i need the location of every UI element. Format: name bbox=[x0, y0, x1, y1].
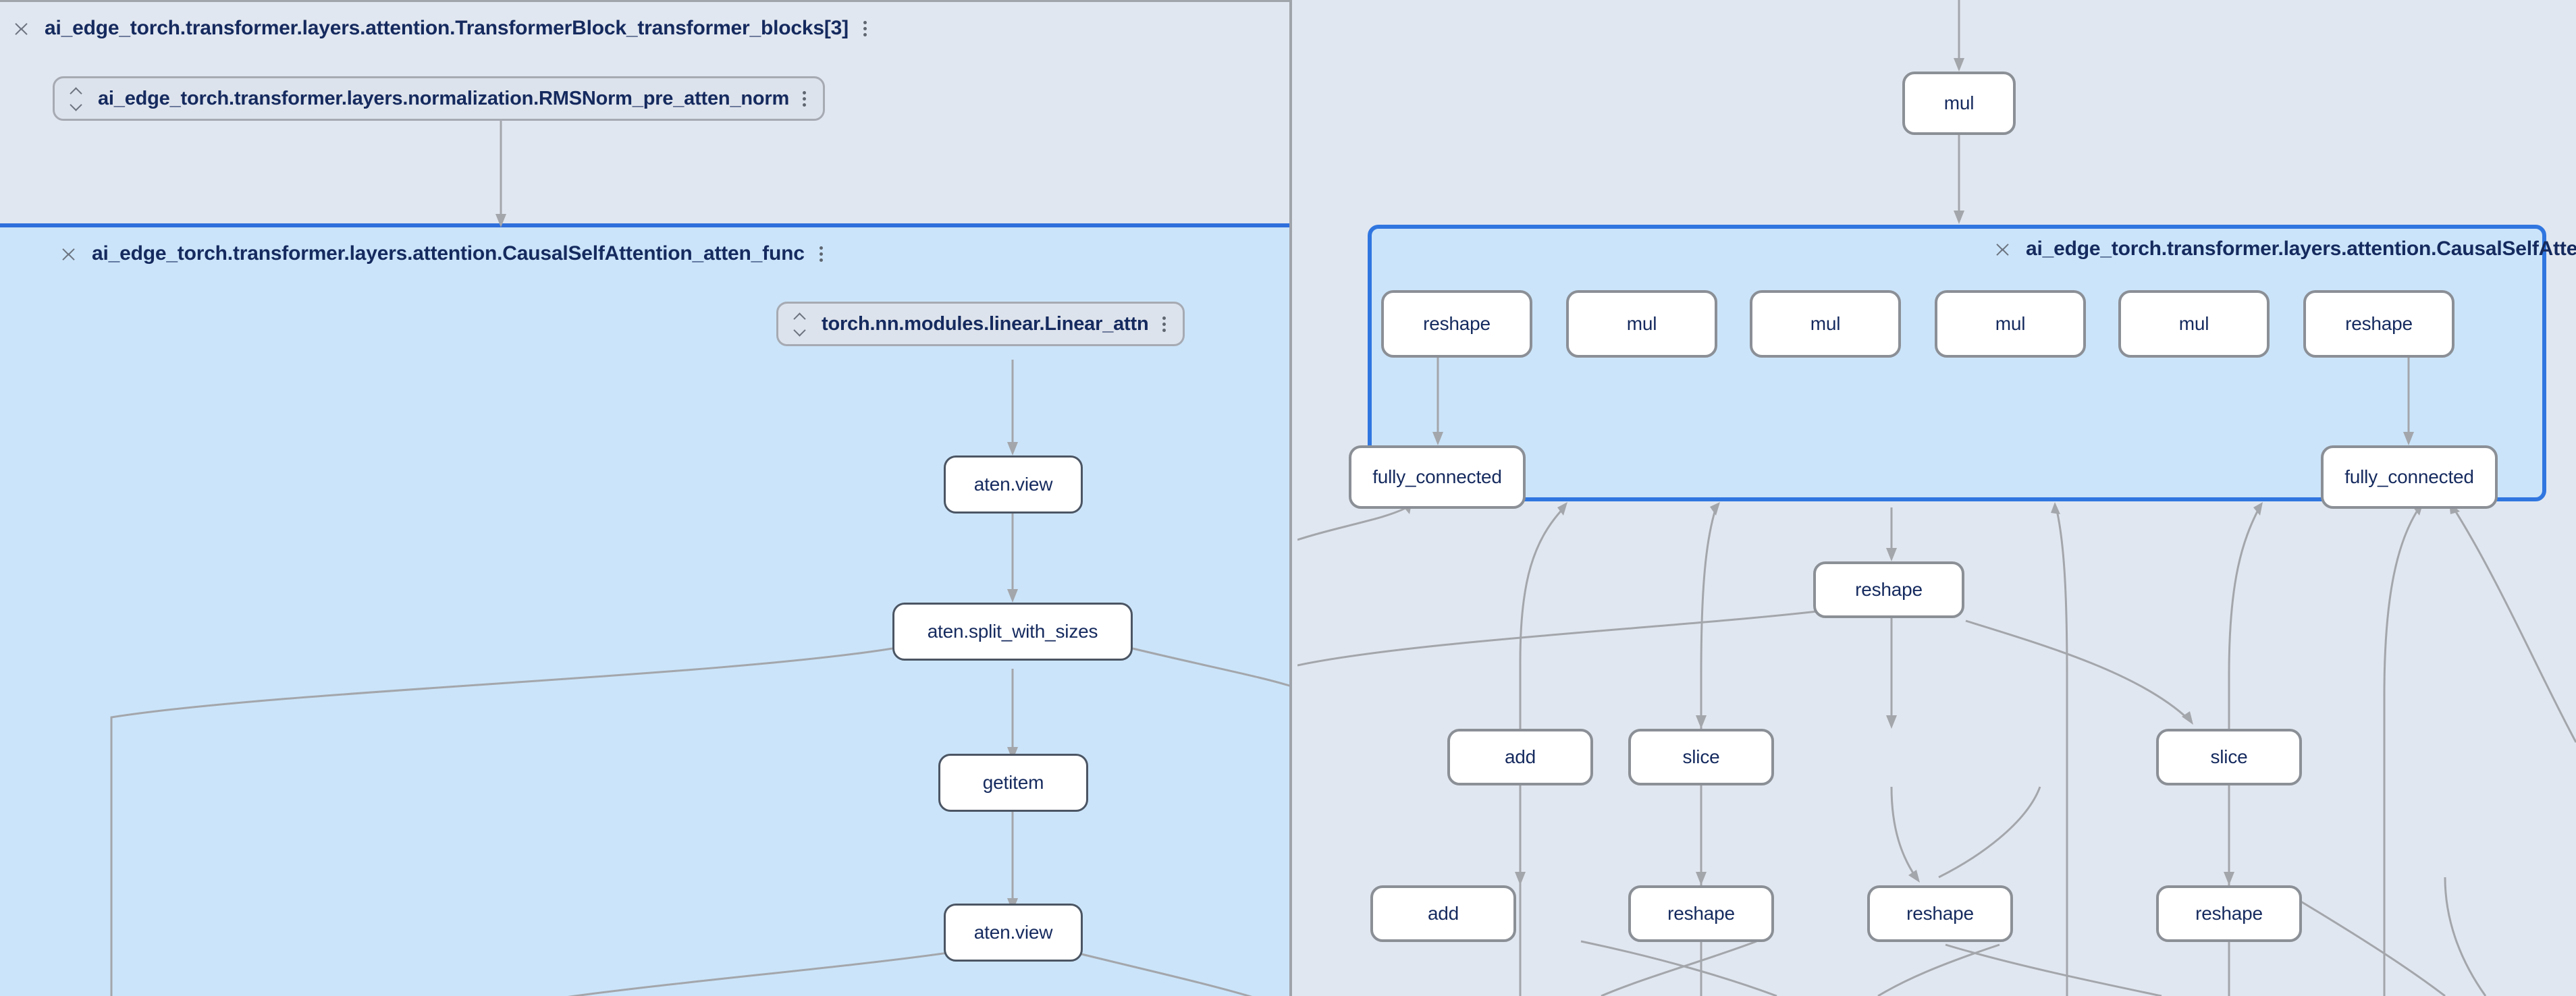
layer-title-transformer-block: ai_edge_torch.transformer.layers.attenti… bbox=[45, 17, 849, 39]
node-label: mul bbox=[1943, 92, 1975, 113]
right-graph-pane[interactable]: mul ai_edge_torch.transformer.layers.att… bbox=[1297, 0, 2576, 996]
node-label: mul bbox=[2178, 313, 2209, 334]
node-add-2[interactable]: add bbox=[1370, 885, 1516, 942]
node-reshape-2[interactable]: reshape bbox=[2303, 290, 2454, 358]
node-label: fully_connected bbox=[2344, 466, 2474, 487]
node-reshape-6[interactable]: reshape bbox=[2156, 885, 2302, 942]
node-mul-top[interactable]: mul bbox=[1902, 72, 2016, 135]
node-label: fully_connected bbox=[1372, 466, 1502, 487]
module-pill-label-rmsnorm: ai_edge_torch.transformer.layers.normali… bbox=[98, 87, 790, 109]
node-aten-view-2[interactable]: aten.view bbox=[944, 904, 1083, 962]
node-reshape-3[interactable]: reshape bbox=[1813, 561, 1964, 618]
module-pill-linear-attn[interactable]: torch.nn.modules.linear.Linear_attn bbox=[776, 302, 1185, 346]
node-mul-4[interactable]: mul bbox=[2118, 290, 2270, 358]
node-label: reshape bbox=[2345, 313, 2413, 334]
node-label: mul bbox=[1995, 313, 2026, 334]
node-aten-split-with-sizes[interactable]: aten.split_with_sizes bbox=[892, 603, 1133, 661]
node-label: slice bbox=[1682, 746, 1720, 767]
node-label: mul bbox=[1810, 313, 1841, 334]
node-label: reshape bbox=[1667, 903, 1735, 924]
left-graph-pane[interactable]: ai_edge_torch.transformer.layers.attenti… bbox=[0, 0, 1289, 996]
kebab-menu-icon[interactable] bbox=[863, 17, 869, 40]
node-slice-2[interactable]: slice bbox=[2156, 729, 2302, 785]
node-add-1[interactable]: add bbox=[1447, 729, 1593, 785]
layer-header-causal-self-attention[interactable]: ai_edge_torch.transformer.layers.attenti… bbox=[62, 242, 825, 265]
node-reshape-4[interactable]: reshape bbox=[1628, 885, 1774, 942]
node-label: slice bbox=[2210, 746, 2248, 767]
node-mul-2[interactable]: mul bbox=[1750, 290, 1901, 358]
module-pill-label-linear-attn: torch.nn.modules.linear.Linear_attn bbox=[822, 312, 1149, 335]
node-label: aten.view bbox=[973, 474, 1053, 495]
expand-chevrons-icon[interactable] bbox=[793, 312, 808, 335]
collapse-chevrons-icon[interactable] bbox=[62, 242, 77, 265]
node-label: add bbox=[1427, 903, 1459, 924]
node-fully-connected-1[interactable]: fully_connected bbox=[1349, 445, 1526, 509]
node-slice-1[interactable]: slice bbox=[1628, 729, 1774, 785]
pane-divider[interactable] bbox=[1289, 0, 1292, 996]
collapse-chevrons-icon[interactable] bbox=[1996, 238, 2011, 260]
node-label: mul bbox=[1626, 313, 1657, 334]
node-reshape-5[interactable]: reshape bbox=[1867, 885, 2013, 942]
node-mul-1[interactable]: mul bbox=[1566, 290, 1717, 358]
layer-title-causal-self-attention: ai_edge_torch.transformer.layers.attenti… bbox=[92, 242, 805, 265]
collapse-chevrons-icon[interactable] bbox=[15, 17, 30, 40]
node-aten-view-1[interactable]: aten.view bbox=[944, 455, 1083, 514]
node-fully-connected-2[interactable]: fully_connected bbox=[2321, 445, 2498, 509]
node-reshape-1[interactable]: reshape bbox=[1381, 290, 1532, 358]
node-label: reshape bbox=[2195, 903, 2263, 924]
node-label: reshape bbox=[1423, 313, 1491, 334]
node-mul-3[interactable]: mul bbox=[1935, 290, 2086, 358]
node-getitem[interactable]: getitem bbox=[938, 754, 1088, 812]
kebab-menu-icon[interactable] bbox=[803, 87, 808, 110]
kebab-menu-icon[interactable] bbox=[819, 242, 825, 265]
node-label: reshape bbox=[1855, 579, 1923, 600]
node-label: getitem bbox=[982, 772, 1044, 793]
expand-chevrons-icon[interactable] bbox=[70, 87, 84, 110]
module-pill-rmsnorm-pre-atten-norm[interactable]: ai_edge_torch.transformer.layers.normali… bbox=[53, 76, 826, 121]
layer-title-causal-self-attention-right: ai_edge_torch.transformer.layers.attenti… bbox=[2026, 238, 2576, 260]
node-label: add bbox=[1504, 746, 1536, 767]
node-label: aten.split_with_sizes bbox=[927, 621, 1098, 642]
node-label: aten.view bbox=[973, 922, 1053, 943]
layer-header-transformer-block[interactable]: ai_edge_torch.transformer.layers.attenti… bbox=[15, 17, 869, 40]
layer-header-causal-self-attention-right[interactable]: ai_edge_torch.transformer.layers.attenti… bbox=[1996, 238, 2576, 260]
kebab-menu-icon[interactable] bbox=[1162, 312, 1168, 335]
node-label: reshape bbox=[1906, 903, 1974, 924]
